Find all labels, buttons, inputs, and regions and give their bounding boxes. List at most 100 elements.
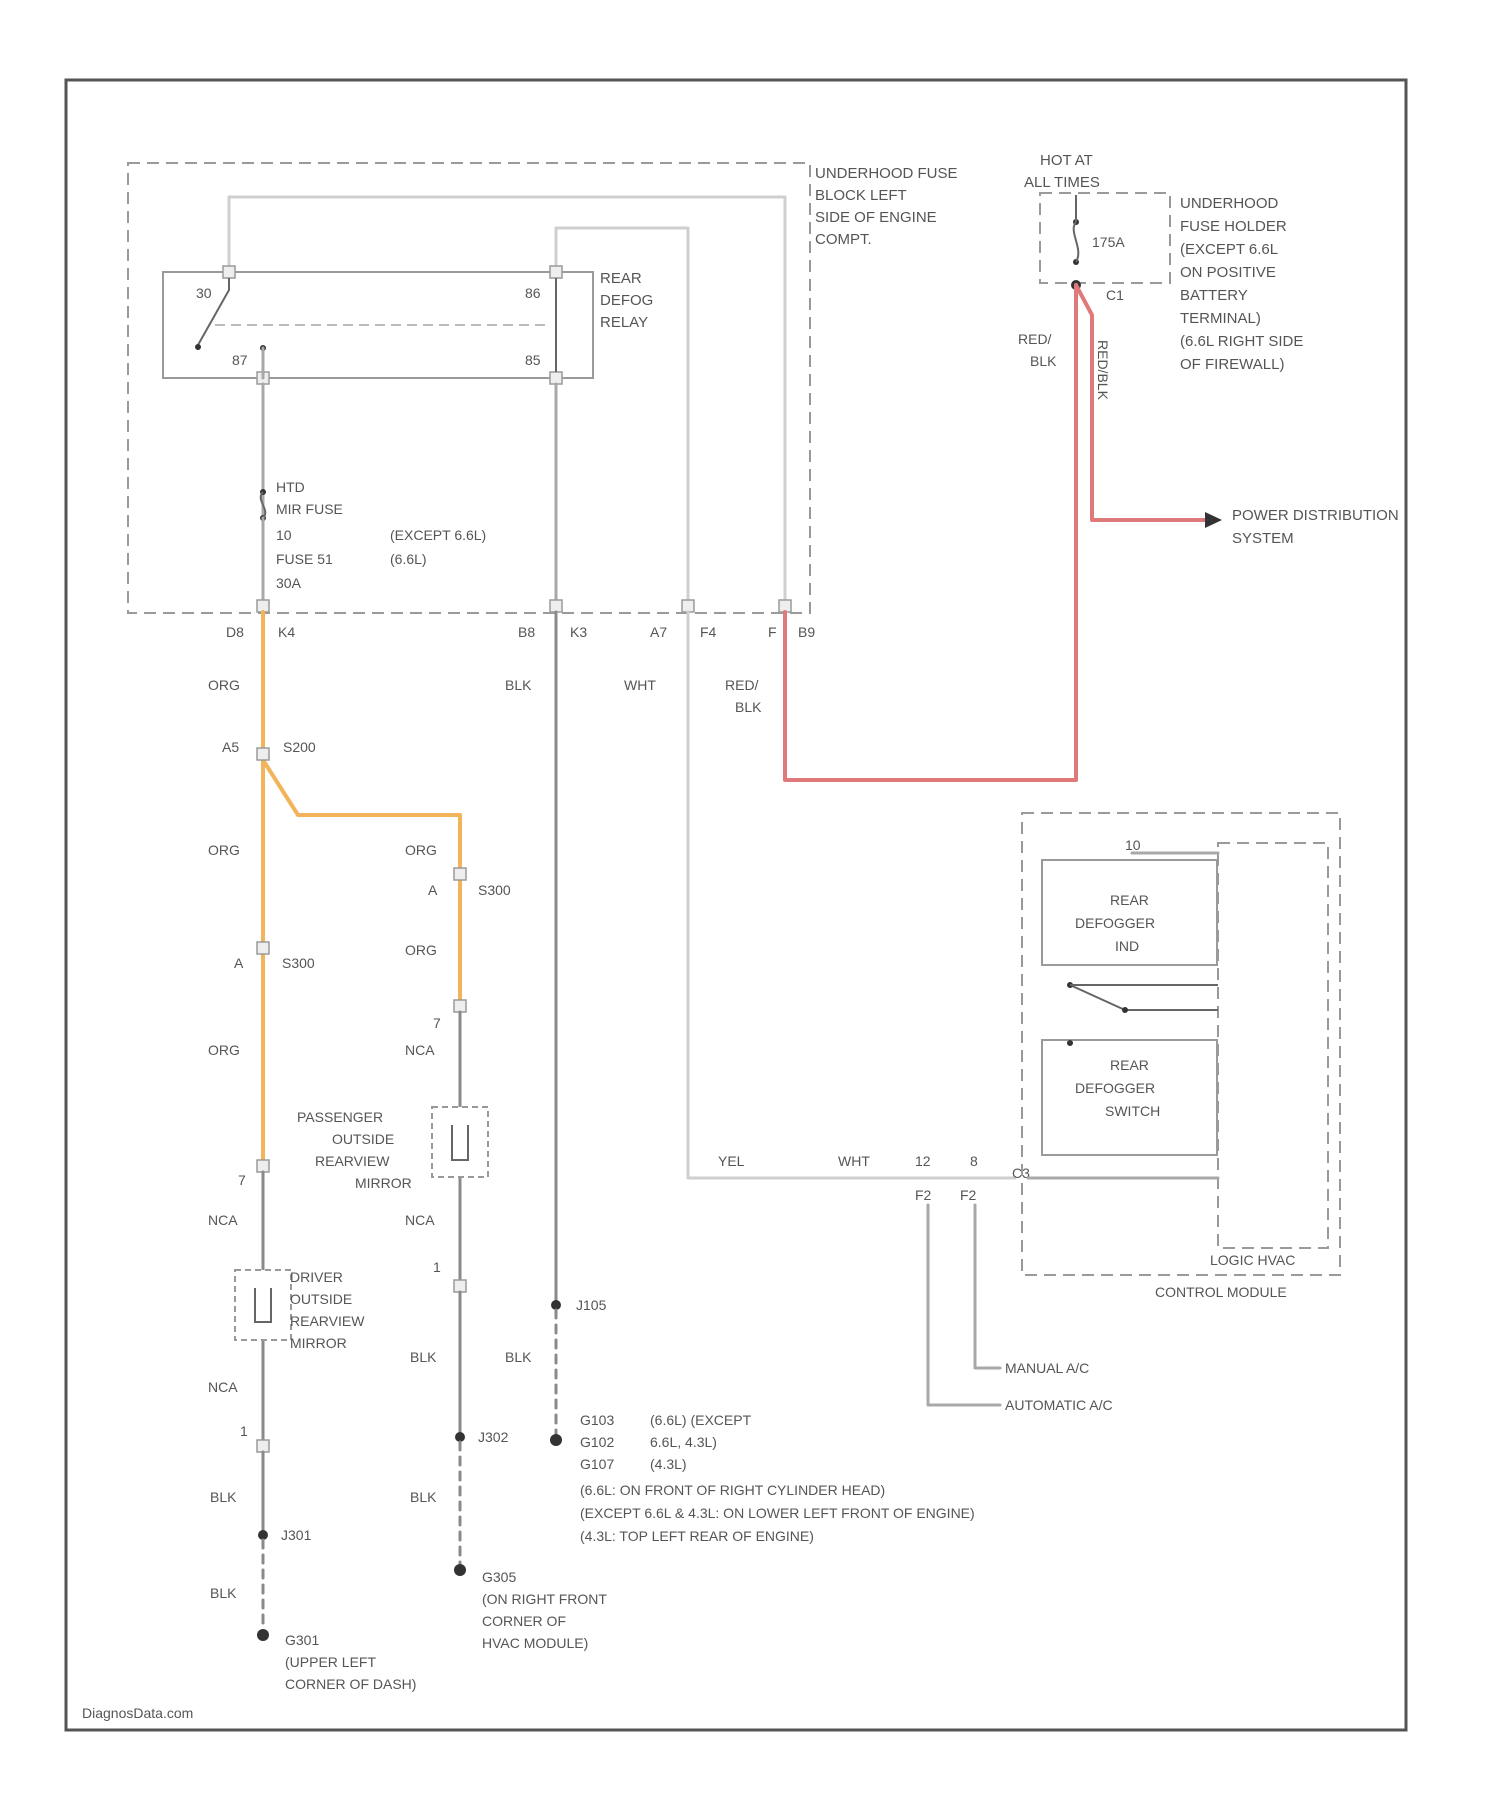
automatic-ac-wire xyxy=(928,1205,1000,1405)
svg-text:BATTERY: BATTERY xyxy=(1180,287,1248,304)
svg-text:(4.3L): (4.3L) xyxy=(650,1456,687,1472)
fuse-holder-terminal-label: C1 xyxy=(1106,287,1124,303)
passenger-mirror-terminal-top xyxy=(454,1000,466,1012)
svg-text:HVAC MODULE): HVAC MODULE) xyxy=(482,1635,588,1651)
power-distribution-arrow xyxy=(1205,512,1222,528)
svg-text:PASSENGER: PASSENGER xyxy=(297,1109,383,1125)
hot-at-all-times-label: HOT AT ALL TIMES xyxy=(1024,152,1100,191)
svg-text:OF FIREWALL): OF FIREWALL) xyxy=(1180,356,1284,373)
svg-text:6.6L, 4.3L): 6.6L, 4.3L) xyxy=(650,1434,717,1450)
wire-color-org-3: ORG xyxy=(405,842,437,858)
svg-text:G103: G103 xyxy=(580,1412,614,1428)
rear-defog-relay-label: REAR DEFOG RELAY xyxy=(600,270,653,331)
passenger-mirror-pin-7: 7 xyxy=(433,1015,441,1031)
svg-text:UNDERHOOD FUSE: UNDERHOOD FUSE xyxy=(815,165,958,182)
svg-text:(6.6L RIGHT SIDE: (6.6L RIGHT SIDE xyxy=(1180,333,1303,350)
svg-text:F4: F4 xyxy=(700,624,717,640)
fuse-175a-label: 175A xyxy=(1092,234,1125,250)
wire-color-blk-2: BLK xyxy=(410,1349,437,1365)
svg-text:REAR: REAR xyxy=(1110,892,1149,908)
svg-text:F: F xyxy=(768,624,777,640)
svg-text:ON POSITIVE: ON POSITIVE xyxy=(1180,264,1276,281)
svg-text:SIDE OF ENGINE: SIDE OF ENGINE xyxy=(815,209,937,226)
splice-a-right-label: A xyxy=(428,882,438,898)
underhood-fuse-block-label: UNDERHOOD FUSE BLOCK LEFT SIDE OF ENGINE… xyxy=(815,165,958,248)
splice-j105-label: J105 xyxy=(576,1297,607,1313)
passenger-mirror-terminal-bottom xyxy=(454,1280,466,1292)
wire-color-nca-3: NCA xyxy=(208,1212,238,1228)
svg-text:(EXCEPT 6.6L & 4.3L: ON LOWER: (EXCEPT 6.6L & 4.3L: ON LOWER LEFT FRONT… xyxy=(580,1505,975,1521)
svg-text:CORNER OF: CORNER OF xyxy=(482,1613,566,1629)
connector-f2-label: F2 xyxy=(915,1187,932,1203)
driver-mirror-label: DRIVER OUTSIDE REARVIEW MIRROR xyxy=(290,1269,365,1351)
wire-color-org-5: ORG xyxy=(208,1042,240,1058)
wire-color-blk-5: BLK xyxy=(210,1585,237,1601)
red-blk-vertical-label: RED/BLK xyxy=(1095,340,1111,401)
svg-text:(6.6L) (EXCEPT: (6.6L) (EXCEPT xyxy=(650,1412,752,1428)
splice-a-right-terminal xyxy=(454,868,466,880)
svg-text:MIR FUSE: MIR FUSE xyxy=(276,501,343,517)
svg-text:REAR: REAR xyxy=(600,270,642,287)
svg-text:K3: K3 xyxy=(570,624,587,640)
driver-mirror-pin-1: 1 xyxy=(240,1423,248,1439)
ground-engine-label: G103 (6.6L) (EXCEPT G102 6.6L, 4.3L) G10… xyxy=(580,1412,975,1544)
svg-text:BLK: BLK xyxy=(735,699,762,715)
svg-text:COMPT.: COMPT. xyxy=(815,231,872,248)
svg-text:CORNER OF DASH): CORNER OF DASH) xyxy=(285,1676,416,1692)
lpcm-led-pin: 10 xyxy=(1125,837,1141,853)
red-blk-label-top: RED/ BLK xyxy=(1018,331,1057,369)
wire-color-wht-1: WHT xyxy=(624,677,656,693)
svg-text:G102: G102 xyxy=(580,1434,614,1450)
svg-text:(6.6L: ON FRONT OF RIGHT CYLIN: (6.6L: ON FRONT OF RIGHT CYLINDER HEAD) xyxy=(580,1482,885,1498)
driver-mirror-terminal-bottom xyxy=(257,1440,269,1452)
connector-8-label: 8 xyxy=(970,1153,978,1169)
svg-text:UNDERHOOD: UNDERHOOD xyxy=(1180,195,1279,212)
connector-12-label: 12 xyxy=(915,1153,931,1169)
underhood-fuse-holder-label: UNDERHOOD FUSE HOLDER (EXCEPT 6.6L ON PO… xyxy=(1180,195,1303,373)
ground-engine-icon xyxy=(550,1434,562,1446)
svg-text:(EXCEPT 6.6L): (EXCEPT 6.6L) xyxy=(390,527,486,543)
relay-pin-30: 30 xyxy=(196,285,212,301)
svg-text:REAR: REAR xyxy=(1110,1057,1149,1073)
svg-text:IND: IND xyxy=(1115,938,1139,954)
svg-text:A7: A7 xyxy=(650,624,667,640)
wire-color-red-blk: RED/ BLK xyxy=(725,677,762,715)
svg-text:(UPPER LEFT: (UPPER LEFT xyxy=(285,1654,376,1670)
svg-text:RED/: RED/ xyxy=(725,677,759,693)
splice-a-left-label: A xyxy=(234,955,244,971)
htd-mir-fuse-label: HTD MIR FUSE 10 FUSE 51 30A (EXCEPT 6.6L… xyxy=(276,479,486,591)
ground-g301-label: G301 (UPPER LEFT CORNER OF DASH) xyxy=(285,1632,416,1692)
fuse-block-connectors: D8 K4 B8 K3 A7 F4 F B9 xyxy=(226,600,815,640)
ground-g301-icon xyxy=(257,1629,269,1641)
svg-text:SYSTEM: SYSTEM xyxy=(1232,530,1294,547)
relay-pin-86: 86 xyxy=(525,285,541,301)
driver-mirror-terminal-top xyxy=(257,1160,269,1172)
passenger-outside-mirror-heater xyxy=(432,1107,488,1177)
svg-text:SWITCH: SWITCH xyxy=(1105,1103,1160,1119)
svg-text:OUTSIDE: OUTSIDE xyxy=(332,1131,394,1147)
svg-text:G301: G301 xyxy=(285,1632,319,1648)
svg-text:POWER DISTRIBUTION: POWER DISTRIBUTION xyxy=(1232,507,1399,524)
fuse-block-wire-top xyxy=(229,197,785,600)
passenger-mirror-label: PASSENGER OUTSIDE REARVIEW MIRROR xyxy=(297,1109,412,1191)
wire-color-wht-3: WHT xyxy=(838,1153,870,1169)
passenger-mirror-pin-1: 1 xyxy=(433,1259,441,1275)
wire-color-nca-4: NCA xyxy=(208,1379,238,1395)
wire-color-blk-4: BLK xyxy=(210,1489,237,1505)
svg-text:G305: G305 xyxy=(482,1569,516,1585)
splice-a5-label: A5 xyxy=(222,739,239,755)
splice-a5-terminal xyxy=(257,748,269,760)
wire-color-nca-2: NCA xyxy=(405,1212,435,1228)
ground-g305-label: G305 (ON RIGHT FRONT CORNER OF HVAC MODU… xyxy=(482,1569,607,1651)
svg-text:DEFOG: DEFOG xyxy=(600,292,653,309)
svg-text:DEFOGGER: DEFOGGER xyxy=(1075,1080,1155,1096)
svg-text:BLK: BLK xyxy=(1030,353,1057,369)
svg-text:RELAY: RELAY xyxy=(600,314,648,331)
svg-text:CONTROL MODULE: CONTROL MODULE xyxy=(1155,1284,1287,1300)
relay-pin-30-terminal xyxy=(223,266,235,278)
svg-text:B9: B9 xyxy=(798,624,815,640)
svg-text:MIRROR: MIRROR xyxy=(290,1335,347,1351)
svg-text:B8: B8 xyxy=(518,624,535,640)
relay-switch-pivot xyxy=(195,344,201,350)
